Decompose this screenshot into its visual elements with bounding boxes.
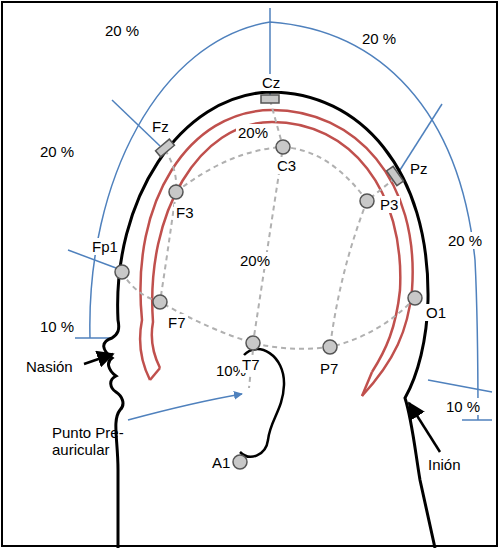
- percent-label: 20 %: [446, 232, 484, 249]
- electrode-label: C3: [275, 157, 298, 174]
- electrode-label: P3: [378, 196, 400, 213]
- electrode-label: T7: [240, 356, 262, 373]
- inion-arrow: [409, 403, 440, 452]
- electrode-label: Fp1: [90, 238, 120, 255]
- ear: [240, 349, 284, 457]
- nasion-arrow: [84, 354, 113, 364]
- brain-outline: [140, 110, 413, 396]
- head-outline: [104, 92, 435, 548]
- electrode-label: P7: [318, 360, 340, 377]
- landmark-label: Inión: [426, 456, 463, 473]
- percent-label: 10 %: [444, 398, 482, 415]
- electrode: [115, 95, 422, 469]
- electrode-label: Fz: [150, 118, 171, 135]
- electrode-label: F7: [166, 314, 188, 331]
- electrode-label: A1: [210, 454, 232, 471]
- electrode-label: O1: [424, 304, 448, 321]
- percent-label: 20 %: [103, 22, 141, 39]
- percent-label: 10 %: [38, 318, 76, 335]
- electrode-label: Cz: [260, 74, 282, 91]
- electrode-label: Pz: [408, 160, 430, 177]
- landmark-label: Nasión: [24, 358, 75, 375]
- percent-label: 20 %: [38, 143, 76, 160]
- percent-label: 20 %: [360, 30, 398, 47]
- electrode-label: F3: [174, 204, 196, 221]
- landmark-label: Punto Pre-auricular: [50, 424, 150, 458]
- percent-label: 20%: [238, 252, 272, 269]
- electrode-line: [122, 100, 415, 388]
- percent-label: 20%: [236, 124, 270, 141]
